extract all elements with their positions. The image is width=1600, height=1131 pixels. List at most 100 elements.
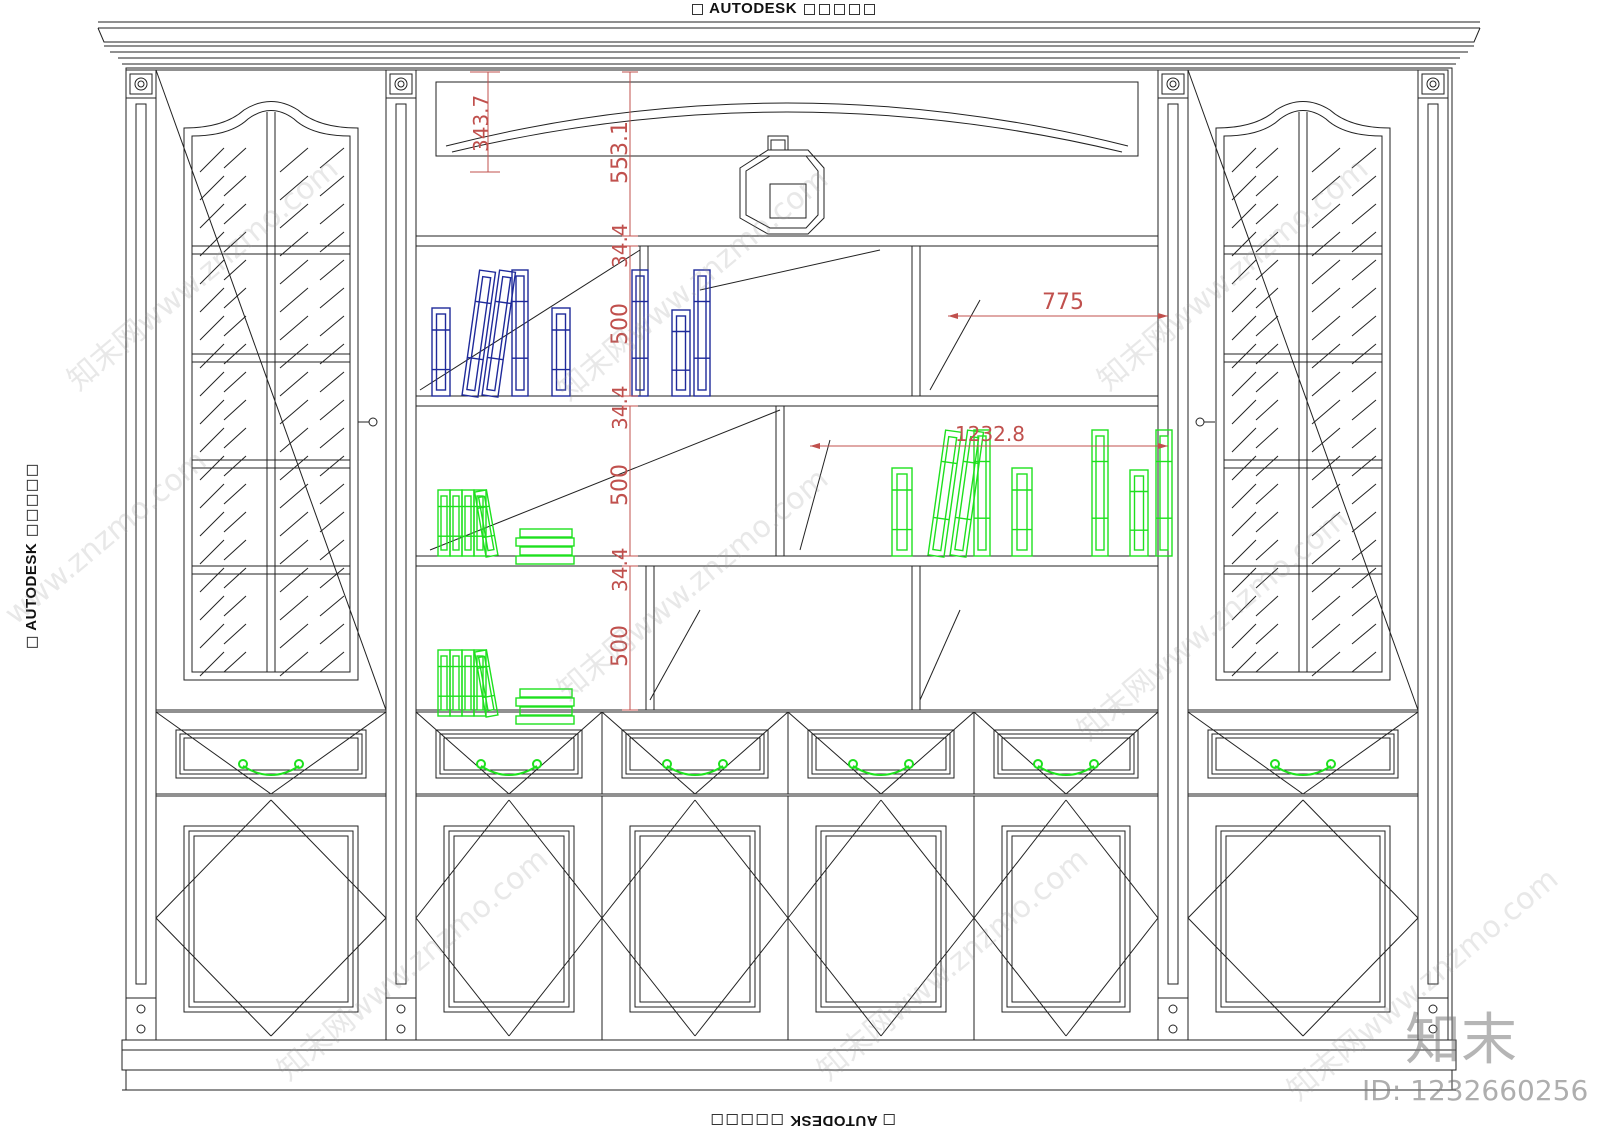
arch-curve	[445, 102, 1129, 147]
brand-logo-text: 知末	[1405, 1008, 1517, 1073]
shelf-divider	[911, 245, 921, 397]
book-stack	[515, 715, 575, 725]
glass-hatch	[279, 427, 309, 453]
glass-hatch	[223, 259, 247, 281]
door-knob-icon	[1195, 417, 1205, 427]
arch-panel	[435, 81, 1139, 157]
glass-hatch	[199, 259, 225, 285]
construction-line	[799, 439, 831, 551]
glass-hatch	[223, 287, 247, 309]
glass-hatch	[279, 567, 309, 593]
drawing-id: ID: 1232660256	[1362, 1074, 1589, 1107]
glass-hatch	[1351, 539, 1377, 561]
glass-hatch	[199, 511, 225, 537]
book-spine-inner	[932, 435, 958, 552]
construction-line	[1302, 711, 1419, 795]
dimension-arrow	[1158, 313, 1168, 319]
book-spine	[473, 649, 487, 717]
glass-hatch	[199, 343, 225, 369]
drawer-panel	[175, 729, 367, 779]
glass-hatch	[223, 595, 247, 617]
lower-door-panel	[815, 825, 947, 1013]
book	[551, 307, 571, 397]
drawer-panel	[625, 733, 765, 775]
dimension-annotations: 343.7 553.1 34.4 500 34.4 500 34.4 500 7…	[469, 71, 1168, 711]
book-spine-inner	[1159, 435, 1169, 551]
lower-door	[1187, 795, 1419, 1041]
lower-door-panel	[1011, 835, 1121, 1003]
book-spine-inner	[466, 275, 492, 392]
construction-line	[429, 409, 781, 551]
pilaster-base	[125, 997, 157, 1041]
construction-line	[1187, 69, 1419, 711]
book	[431, 307, 451, 397]
drawer-front	[1187, 711, 1419, 795]
bottle-icon	[745, 155, 819, 229]
book	[973, 429, 991, 557]
book-spine-inner	[697, 275, 707, 391]
book-spine	[973, 429, 991, 557]
drawer-panel	[443, 737, 575, 771]
glass-hatch	[279, 147, 309, 173]
glass-hatch	[319, 231, 345, 253]
glass-hatch	[1311, 623, 1341, 649]
glass-hatch	[1351, 427, 1377, 449]
glass-hatch	[199, 483, 225, 509]
construction-line	[880, 917, 975, 1037]
book-spine-inner	[675, 315, 687, 391]
screw-icon	[1428, 1004, 1438, 1014]
crown-profile	[97, 27, 1481, 43]
lower-door-panel	[193, 835, 349, 1003]
book-spine-inner	[635, 275, 645, 391]
construction-line	[155, 69, 387, 711]
pilaster-capital	[1161, 73, 1185, 95]
dim-shelf-height-3: 500	[608, 625, 633, 667]
handle-mount-icon	[904, 759, 914, 769]
book-band	[477, 505, 490, 509]
book	[1155, 429, 1173, 557]
glass-hatch	[1255, 651, 1279, 673]
book-spine	[461, 269, 497, 398]
dim-top-bay-height: 553.1	[608, 121, 633, 184]
glass-hatch	[1231, 315, 1257, 341]
construction-line	[919, 609, 961, 701]
construction-line	[1187, 799, 1304, 919]
drawer-panel	[179, 733, 363, 775]
book-spine	[551, 307, 571, 397]
glass-hatch	[319, 651, 345, 673]
pilaster-flute	[135, 103, 147, 985]
shelf	[415, 555, 1159, 567]
cabinet-linework	[97, 21, 1481, 1091]
glass-hatch	[223, 455, 247, 477]
glass-hatch	[1311, 315, 1341, 341]
glass-hatch	[1351, 455, 1377, 477]
glass-hatch	[1311, 399, 1341, 425]
glass-hatch	[1231, 175, 1257, 201]
screw-icon	[1428, 1024, 1438, 1034]
glass-door-arch	[183, 101, 359, 681]
handle-mount-icon	[1326, 759, 1336, 769]
construction-line	[929, 299, 981, 391]
book-spine	[461, 489, 475, 557]
book-stack	[519, 706, 573, 716]
glass-hatch	[319, 567, 345, 589]
book-spine	[891, 467, 913, 557]
construction-line	[649, 609, 701, 701]
glass-hatch	[199, 539, 225, 565]
pilaster-capital	[129, 73, 153, 95]
glass-hatch	[1351, 147, 1377, 169]
construction-line	[155, 711, 272, 795]
book	[671, 309, 691, 397]
glass-hatch	[1255, 147, 1279, 169]
lower-door-panel	[1006, 830, 1126, 1008]
glass-hatch	[1311, 511, 1341, 537]
glass-hatch	[1255, 203, 1279, 225]
glass-hatch	[199, 147, 225, 173]
glass-hatch	[279, 371, 309, 397]
screw-icon	[136, 1024, 146, 1034]
book-spine	[1129, 469, 1149, 557]
drawer-handle-icon	[1274, 765, 1332, 776]
drawer-handle-icon	[1037, 765, 1095, 776]
handle-mount-icon	[718, 759, 728, 769]
glass-hatch	[319, 539, 345, 561]
